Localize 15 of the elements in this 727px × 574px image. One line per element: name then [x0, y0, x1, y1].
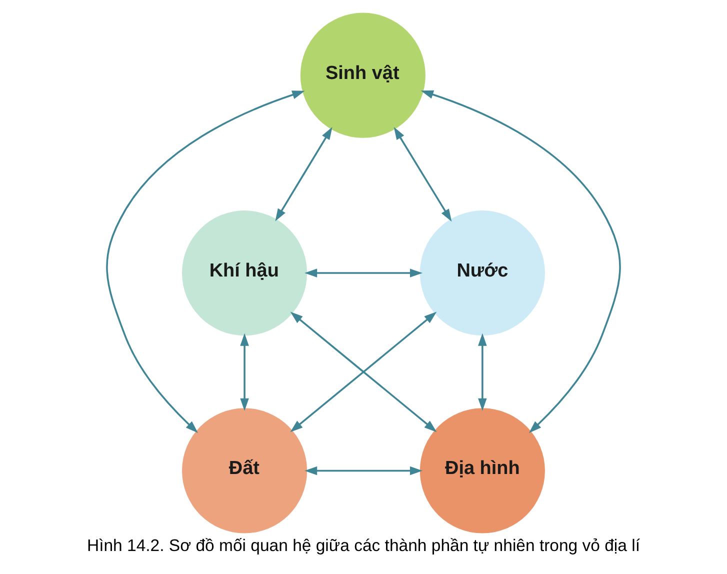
arrow: [478, 333, 487, 411]
node-circle: Đất: [182, 408, 308, 534]
arrow: [275, 127, 332, 222]
arrow: [240, 333, 249, 411]
caption: Hình 14.2. Sơ đồ mối quan hệ giữa các thành phần tự nhiên trong vỏ địa lí: [86, 536, 640, 556]
arrow: [106, 90, 305, 433]
arrow: [420, 90, 621, 433]
arrow: [304, 466, 423, 476]
arrow: [290, 312, 437, 432]
node-circle: Nước: [420, 210, 545, 336]
arrow: [394, 127, 452, 222]
node-circle: Sinh vật: [300, 12, 426, 138]
node-circle: Khí hậu: [182, 210, 308, 336]
arrow: [304, 268, 423, 278]
node-circle: Địa hình: [420, 408, 545, 534]
